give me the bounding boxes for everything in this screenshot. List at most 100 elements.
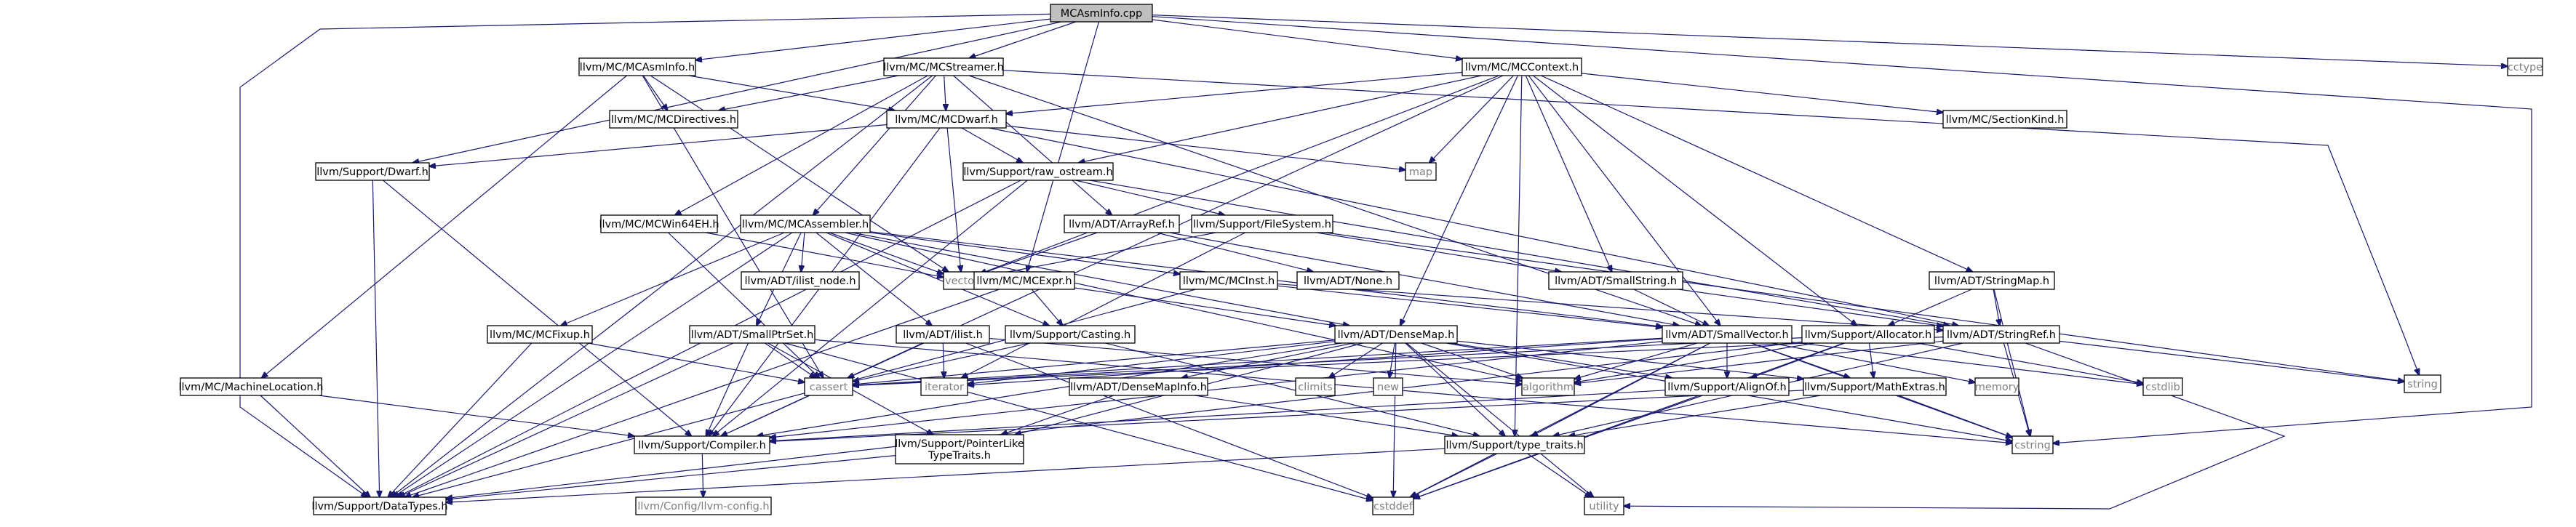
edge-mcexpr-to-datatypes <box>404 289 1000 497</box>
node-label: llvm/MC/MCInst.h <box>1183 275 1275 287</box>
node-datatypes[interactable]: llvm/Support/DataTypes.h <box>311 496 448 515</box>
node-box <box>1662 325 1793 344</box>
edge-assembler-to-ilist <box>816 232 932 326</box>
node-label: cstddef <box>1373 501 1413 512</box>
node-smallptrset[interactable]: llvm/ADT/SmallPtrSet.h <box>689 325 816 344</box>
node-utility: utility <box>1584 496 1624 515</box>
node-stringmap[interactable]: llvm/ADT/StringMap.h <box>1929 271 2055 290</box>
node-win64[interactable]: llvm/MC/MCWin64EH.h <box>599 214 719 233</box>
node-box <box>1069 377 1208 396</box>
edge-densemap-to-algorithm <box>1421 342 1523 378</box>
edge-asminfo-to-vector <box>650 75 949 272</box>
node-mcinst[interactable]: llvm/MC/MCInst.h <box>1179 271 1278 290</box>
node-filesystem[interactable]: llvm/Support/FileSystem.h <box>1191 214 1333 233</box>
edge-mcexpr-to-casting <box>1031 289 1063 326</box>
node-mcfixup[interactable]: llvm/MC/MCFixup.h <box>487 325 593 344</box>
node-rawostream[interactable]: llvm/Support/raw_ostream.h <box>962 162 1114 181</box>
edge-allocator-to-cassert <box>853 337 1803 386</box>
node-casting[interactable]: llvm/Support/Casting.h <box>1005 325 1136 344</box>
edge-smallptrset-to-cstddef <box>784 342 1373 501</box>
edge-root-to-datatypes <box>239 13 1051 497</box>
node-box <box>1372 496 1414 515</box>
node-string: string <box>2404 374 2441 393</box>
edge-densemap-to-cstddef <box>1393 342 1397 497</box>
edge-casting-to-typetraits <box>1105 342 1480 436</box>
node-box <box>962 162 1114 181</box>
node-streamer[interactable]: llvm/MC/MCStreamer.h <box>883 57 1004 76</box>
node-assembler[interactable]: llvm/MC/MCAssembler.h <box>740 214 871 233</box>
edge-streamer-to-arrayref <box>953 75 1112 215</box>
node-label: llvm/Support/PointerLike <box>895 438 1024 450</box>
node-mcexpr[interactable]: llvm/MC/MCExpr.h <box>973 271 1075 290</box>
node-box <box>973 271 1075 290</box>
node-context[interactable]: llvm/MC/MCContext.h <box>1462 57 1582 76</box>
node-allocator[interactable]: llvm/Support/Allocator.h <box>1801 325 1935 344</box>
node-compiler[interactable]: llvm/Support/Compiler.h <box>634 435 770 454</box>
node-smallvector[interactable]: llvm/ADT/SmallVector.h <box>1662 325 1793 344</box>
node-machineloc[interactable]: llvm/MC/MachineLocation.h <box>179 377 324 396</box>
node-label: llvm/MC/MCAsmInfo.h <box>580 62 695 73</box>
node-smallstring[interactable]: llvm/ADT/SmallString.h <box>1548 271 1683 290</box>
node-directives[interactable]: llvm/MC/MCDirectives.h <box>609 110 738 129</box>
edge-mcdwarf-to-rawostream <box>961 127 1023 163</box>
node-typetraits[interactable]: llvm/Support/type_traits.h <box>1444 435 1585 454</box>
node-box <box>1179 271 1278 290</box>
edge-root-to-asminfo <box>695 18 1051 60</box>
edge-smallptrset-to-datatypes <box>399 342 734 497</box>
edge-rawostream-to-compiler <box>713 180 1028 436</box>
node-box <box>313 496 447 515</box>
edge-context-to-sectionkind <box>1581 73 1943 113</box>
node-root-file[interactable]: MCAsmInfo.cpp <box>1050 4 1153 23</box>
edge-mcdwarf-to-dwarf <box>429 124 888 166</box>
node-box <box>804 377 853 396</box>
node-label: TypeTraits.h <box>928 450 991 462</box>
node-mcdwarf[interactable]: llvm/MC/MCDwarf.h <box>886 110 1007 129</box>
node-climits: climits <box>1295 377 1336 396</box>
node-new: new <box>1373 377 1403 396</box>
node-asminfo[interactable]: llvm/MC/MCAsmInfo.h <box>578 57 696 76</box>
node-label: cstdlib <box>2145 382 2180 393</box>
node-alignof[interactable]: llvm/Support/AlignOf.h <box>1664 377 1790 396</box>
node-label: string <box>2407 379 2438 390</box>
edge-dwarf-to-compiler <box>383 180 692 436</box>
node-label: iterator <box>925 382 964 393</box>
edge-asminfo-to-machineloc <box>262 75 627 378</box>
node-label: llvm/Support/AlignOf.h <box>1667 382 1787 393</box>
edge-asminfo-to-mcdwarf <box>688 75 895 110</box>
node-ilistnode[interactable]: llvm/ADT/ilist_node.h <box>741 271 860 290</box>
edge-allocator-to-algorithm <box>1574 342 1815 382</box>
edge-smallstring-to-stringref <box>1678 289 1943 326</box>
edge-filesystem-to-vector <box>980 232 1216 277</box>
node-densemap[interactable]: llvm/ADT/DenseMap.h <box>1334 325 1458 344</box>
node-none[interactable]: llvm/ADT/None.h <box>1296 271 1400 290</box>
node-mathextras[interactable]: llvm/Support/MathExtras.h <box>1803 377 1947 396</box>
node-arrayref[interactable]: llvm/ADT/ArrayRef.h <box>1064 214 1180 233</box>
edge-ilist-to-cstddef <box>965 342 1373 498</box>
node-label: llvm/ADT/DenseMapInfo.h <box>1070 382 1207 393</box>
edge-root-to-cctype <box>1152 15 2508 67</box>
edge-compiler-to-llvmconfig <box>702 453 703 497</box>
edges-layer <box>239 13 2532 510</box>
edge-mathextras-to-cstring <box>1898 395 2012 438</box>
edge-alignof-to-compiler <box>770 390 1666 441</box>
node-algorithm: algorithm <box>1521 377 1575 396</box>
node-stringref[interactable]: llvm/ADT/StringRef.h <box>1942 325 2060 344</box>
edge-mathextras-to-typetraits <box>1568 395 1821 436</box>
nodes-layer: MCAsmInfo.cpp llvm/MC/MCAsmInfo.h llvm/MC/… <box>179 4 2543 515</box>
edge-smallvector-to-cstdlib <box>1791 342 2143 385</box>
edge-stringref-to-algorithm <box>1574 340 1944 384</box>
edge-typetraits-to-cstddef <box>1411 453 1498 497</box>
node-ilist[interactable]: llvm/ADT/ilist.h <box>896 325 990 344</box>
node-label: llvm/MC/MCContext.h <box>1465 62 1579 73</box>
edge-smallptrset-to-cassert <box>765 342 816 378</box>
node-label: map <box>1409 166 1432 178</box>
node-label: llvm/MC/MCFixup.h <box>490 329 590 341</box>
node-sectionkind[interactable]: llvm/MC/SectionKind.h <box>1942 110 2067 129</box>
edge-ilist-to-iterator <box>943 342 944 378</box>
node-dwarf[interactable]: llvm/Support/Dwarf.h <box>315 162 430 181</box>
edge-mcexpr-to-densemap <box>1074 287 1336 326</box>
node-densemapinfo[interactable]: llvm/ADT/DenseMapInfo.h <box>1069 377 1208 396</box>
node-cstring: cstring <box>2011 435 2054 454</box>
